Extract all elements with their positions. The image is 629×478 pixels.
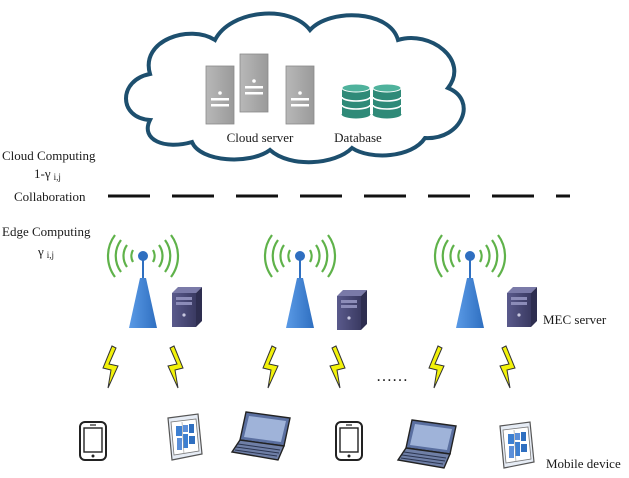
lightning-signal-icon: [262, 345, 279, 389]
antenna-tower-icon: [263, 233, 337, 330]
mec-server-icon: [172, 287, 202, 327]
antenna-tower-icon: [106, 233, 180, 330]
cloud-server-label: Cloud server: [227, 130, 294, 145]
mobile-device-label: Mobile device: [546, 456, 621, 471]
cloud-ratio-base: 1-γ: [34, 166, 51, 181]
cloud-ratio-sub: i,j: [54, 172, 61, 182]
mobile-devices: [79, 411, 535, 469]
laptop-icon: [231, 411, 291, 461]
lightning-signal-icon: [329, 345, 346, 389]
ellipsis-label: ……: [376, 368, 408, 385]
base-station-1: [106, 233, 202, 330]
collaboration-label: Collaboration: [14, 189, 86, 204]
wireless-links: [102, 345, 516, 389]
antenna-tower-icon: [433, 233, 507, 330]
mec-server-label: MEC server: [543, 312, 607, 327]
tablet-icon: [499, 421, 535, 469]
database-label: Database: [334, 130, 382, 145]
lightning-signal-icon: [428, 345, 445, 389]
cloud-computing-label: Cloud Computing: [2, 148, 96, 163]
smartphone-icon: [335, 421, 363, 461]
mec-server-icon: [507, 287, 537, 327]
base-station-2: [263, 233, 367, 330]
laptop-icon: [397, 419, 457, 469]
lightning-signal-icon: [499, 345, 516, 389]
smartphone-icon: [79, 421, 107, 461]
mec-server-icon: [337, 290, 367, 330]
base-station-3: [433, 233, 537, 330]
edge-ratio-base: γ: [37, 244, 44, 259]
lightning-signal-icon: [167, 345, 184, 389]
edge-ratio-sub: i,j: [47, 250, 54, 260]
lightning-signal-icon: [102, 345, 119, 389]
edge-computing-label: Edge Computing: [2, 224, 91, 239]
tablet-icon: [167, 413, 203, 461]
